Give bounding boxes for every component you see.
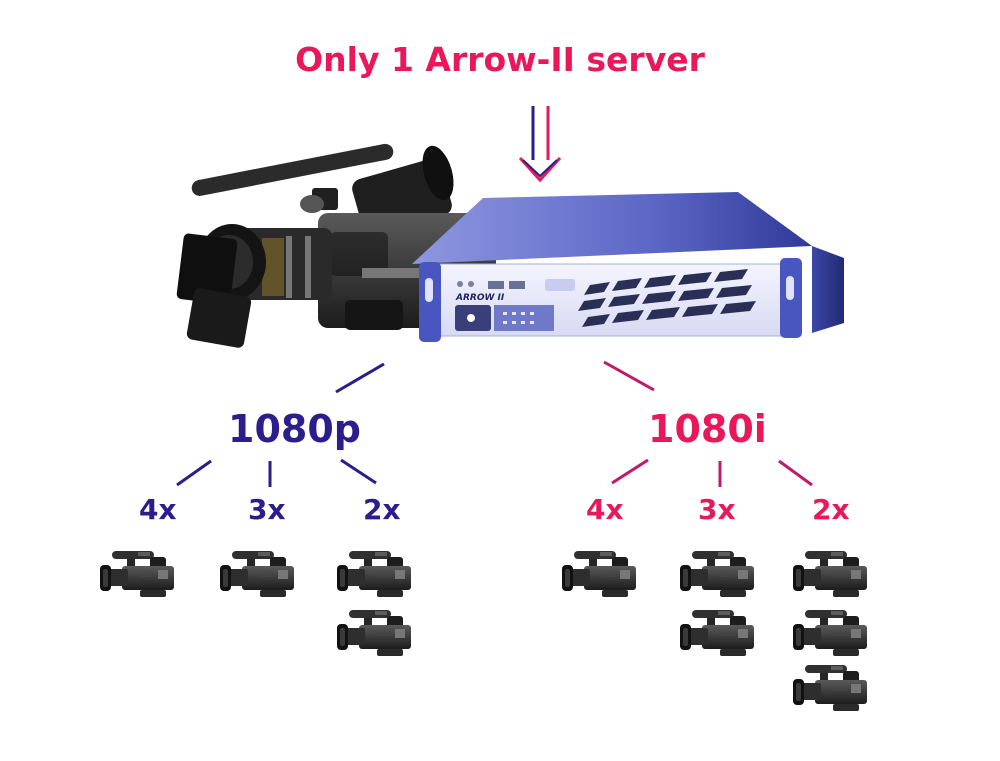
camera-icon: [793, 551, 867, 597]
camera-icon: [337, 551, 411, 597]
camera-icon: [562, 551, 636, 597]
server-brand-label: ARROW II: [455, 293, 505, 303]
multiplier-label-1080p-3x: 3x: [248, 493, 286, 526]
camera-icon: [337, 610, 411, 656]
format-label-1080p: 1080p: [228, 407, 361, 451]
branch-line-1080i-4x: [611, 458, 649, 485]
camera-icon: [680, 551, 754, 597]
multiplier-label-1080p-2x: 2x: [363, 493, 401, 526]
multiplier-label-1080p-4x: 4x: [139, 493, 177, 526]
camera-icon: [793, 610, 867, 656]
down-arrow-icon: [518, 106, 562, 183]
arrow-ii-server-icon: [412, 192, 844, 342]
camera-icon: [680, 610, 754, 656]
multiplier-label-1080i-4x: 4x: [586, 493, 624, 526]
camera-icon: [220, 551, 294, 597]
headline-title: Only 1 Arrow-II server: [295, 40, 705, 79]
camera-icon: [100, 551, 174, 597]
branch-line-1080i-2x: [778, 459, 813, 487]
camera-icon: [793, 665, 867, 711]
multiplier-label-1080i-3x: 3x: [698, 493, 736, 526]
branch-line-1080i: [603, 360, 655, 392]
format-label-1080i: 1080i: [648, 407, 767, 451]
branch-line-1080p-4x: [176, 459, 212, 487]
branch-line-1080p-2x: [340, 458, 377, 485]
branch-line-1080p: [335, 362, 385, 394]
multiplier-label-1080i-2x: 2x: [812, 493, 850, 526]
